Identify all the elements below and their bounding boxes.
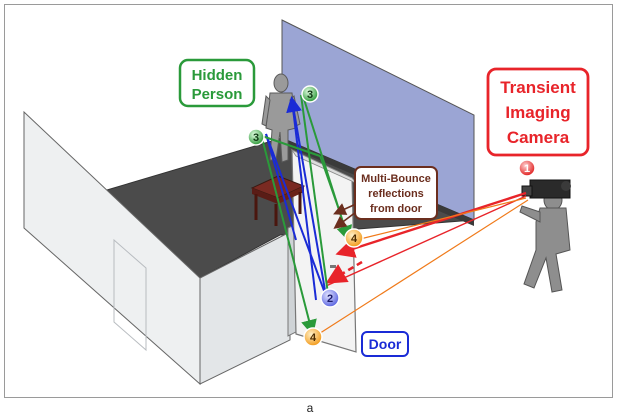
svg-text:3: 3 [253,132,259,144]
blue-path-3 [265,133,327,297]
svg-text:1: 1 [524,163,530,175]
svg-text:3: 3 [307,89,313,101]
door-handle [330,265,336,268]
figure-caption: a [306,401,314,415]
hidden-person-label: Hidden Person [178,58,256,108]
svg-text:4: 4 [310,332,317,344]
hidden-person-label-line1: Hidden [192,67,243,84]
door-label: Door [361,331,409,357]
brown-arrow-1 [333,203,357,215]
green-path-1 [300,94,329,295]
door-label-text: Door [369,336,402,352]
brown-arrow-2 [333,211,357,229]
camera-operator-figure [519,189,571,293]
svg-text:4: 4 [351,233,358,245]
green-path-3 [261,137,317,336]
red-path-dashed [325,260,363,284]
marker-door-lower: 4 [303,327,323,347]
blue-path-2 [291,99,317,301]
orange-path-lower [313,199,529,338]
front-wall [199,231,291,385]
red-path-lower [325,195,527,287]
marker-camera: 1 [518,159,536,177]
red-path-main [335,191,527,258]
transient-camera-device [521,179,571,199]
camera-label: Transient Imaging Camera [486,67,590,157]
left-wall-door [113,238,147,352]
blue-path-1 [286,96,327,297]
blue-path-4 [265,133,297,241]
multibounce-label-line1: Multi-Bounce [361,173,431,185]
camera-label-line1: Transient [500,78,576,97]
orange-path-upper [351,197,527,242]
multibounce-label-line2: reflections [368,188,424,200]
hidden-person-label-line2: Person [192,86,243,103]
marker-door-upper: 4 [344,228,364,248]
camera-label-line3: Camera [507,128,570,147]
svg-text:2: 2 [327,293,333,305]
multibounce-label-line3: from door [370,203,423,215]
green-path-4 [261,135,321,157]
marker-person-right: 3 [301,85,319,103]
multibounce-label: Multi-Bounce reflections from door [354,166,438,220]
camera-label-line2: Imaging [505,103,570,122]
marker-door-point: 2 [320,288,340,308]
marker-person-left: 3 [247,128,265,146]
